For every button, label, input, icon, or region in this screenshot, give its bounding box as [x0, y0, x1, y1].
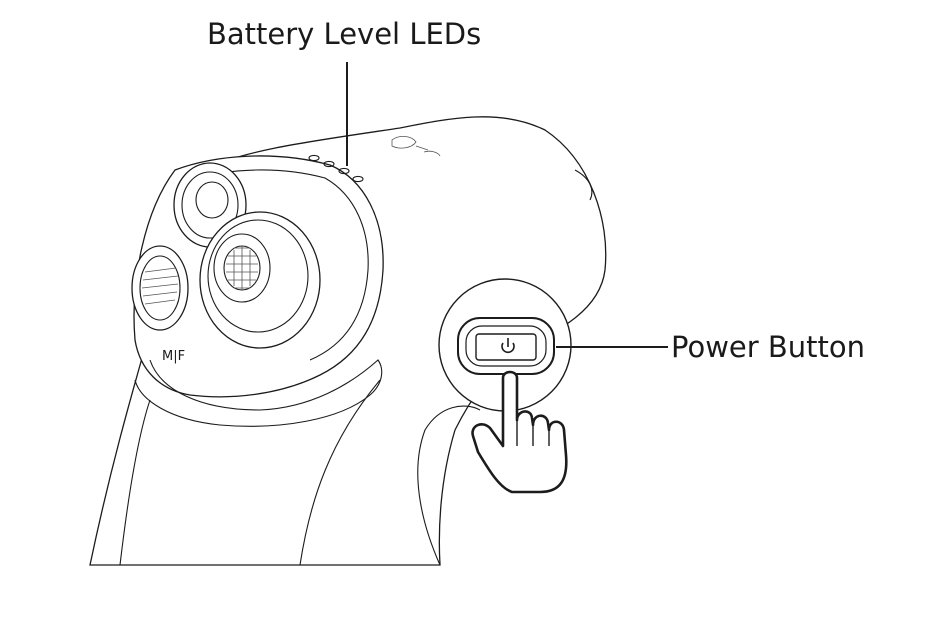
front-panel-inner	[189, 169, 369, 361]
power-icon	[501, 338, 515, 354]
battery-leds-label: Battery Level LEDs	[207, 17, 482, 51]
battery-led-1	[308, 154, 320, 162]
lower-lip	[134, 359, 383, 427]
grip-edge	[574, 169, 593, 201]
grip-contour	[417, 405, 481, 566]
battery-led-3	[338, 167, 350, 175]
battery-led-2	[323, 160, 335, 168]
power-button[interactable]	[475, 333, 537, 361]
scroll-wheel	[131, 245, 189, 331]
center-seam	[299, 379, 381, 566]
pointing-hand-icon	[471, 370, 568, 494]
joystick	[199, 211, 321, 349]
battery-level-leds	[308, 154, 364, 183]
brand-logo-emboss	[391, 136, 441, 157]
battery-led-4	[352, 175, 364, 183]
left-edge	[119, 399, 151, 566]
mode-switch-marking: M|F	[162, 349, 185, 364]
finger-creases	[516, 420, 550, 446]
power-button-label: Power Button	[671, 330, 866, 364]
power-button-zoom	[438, 278, 572, 412]
